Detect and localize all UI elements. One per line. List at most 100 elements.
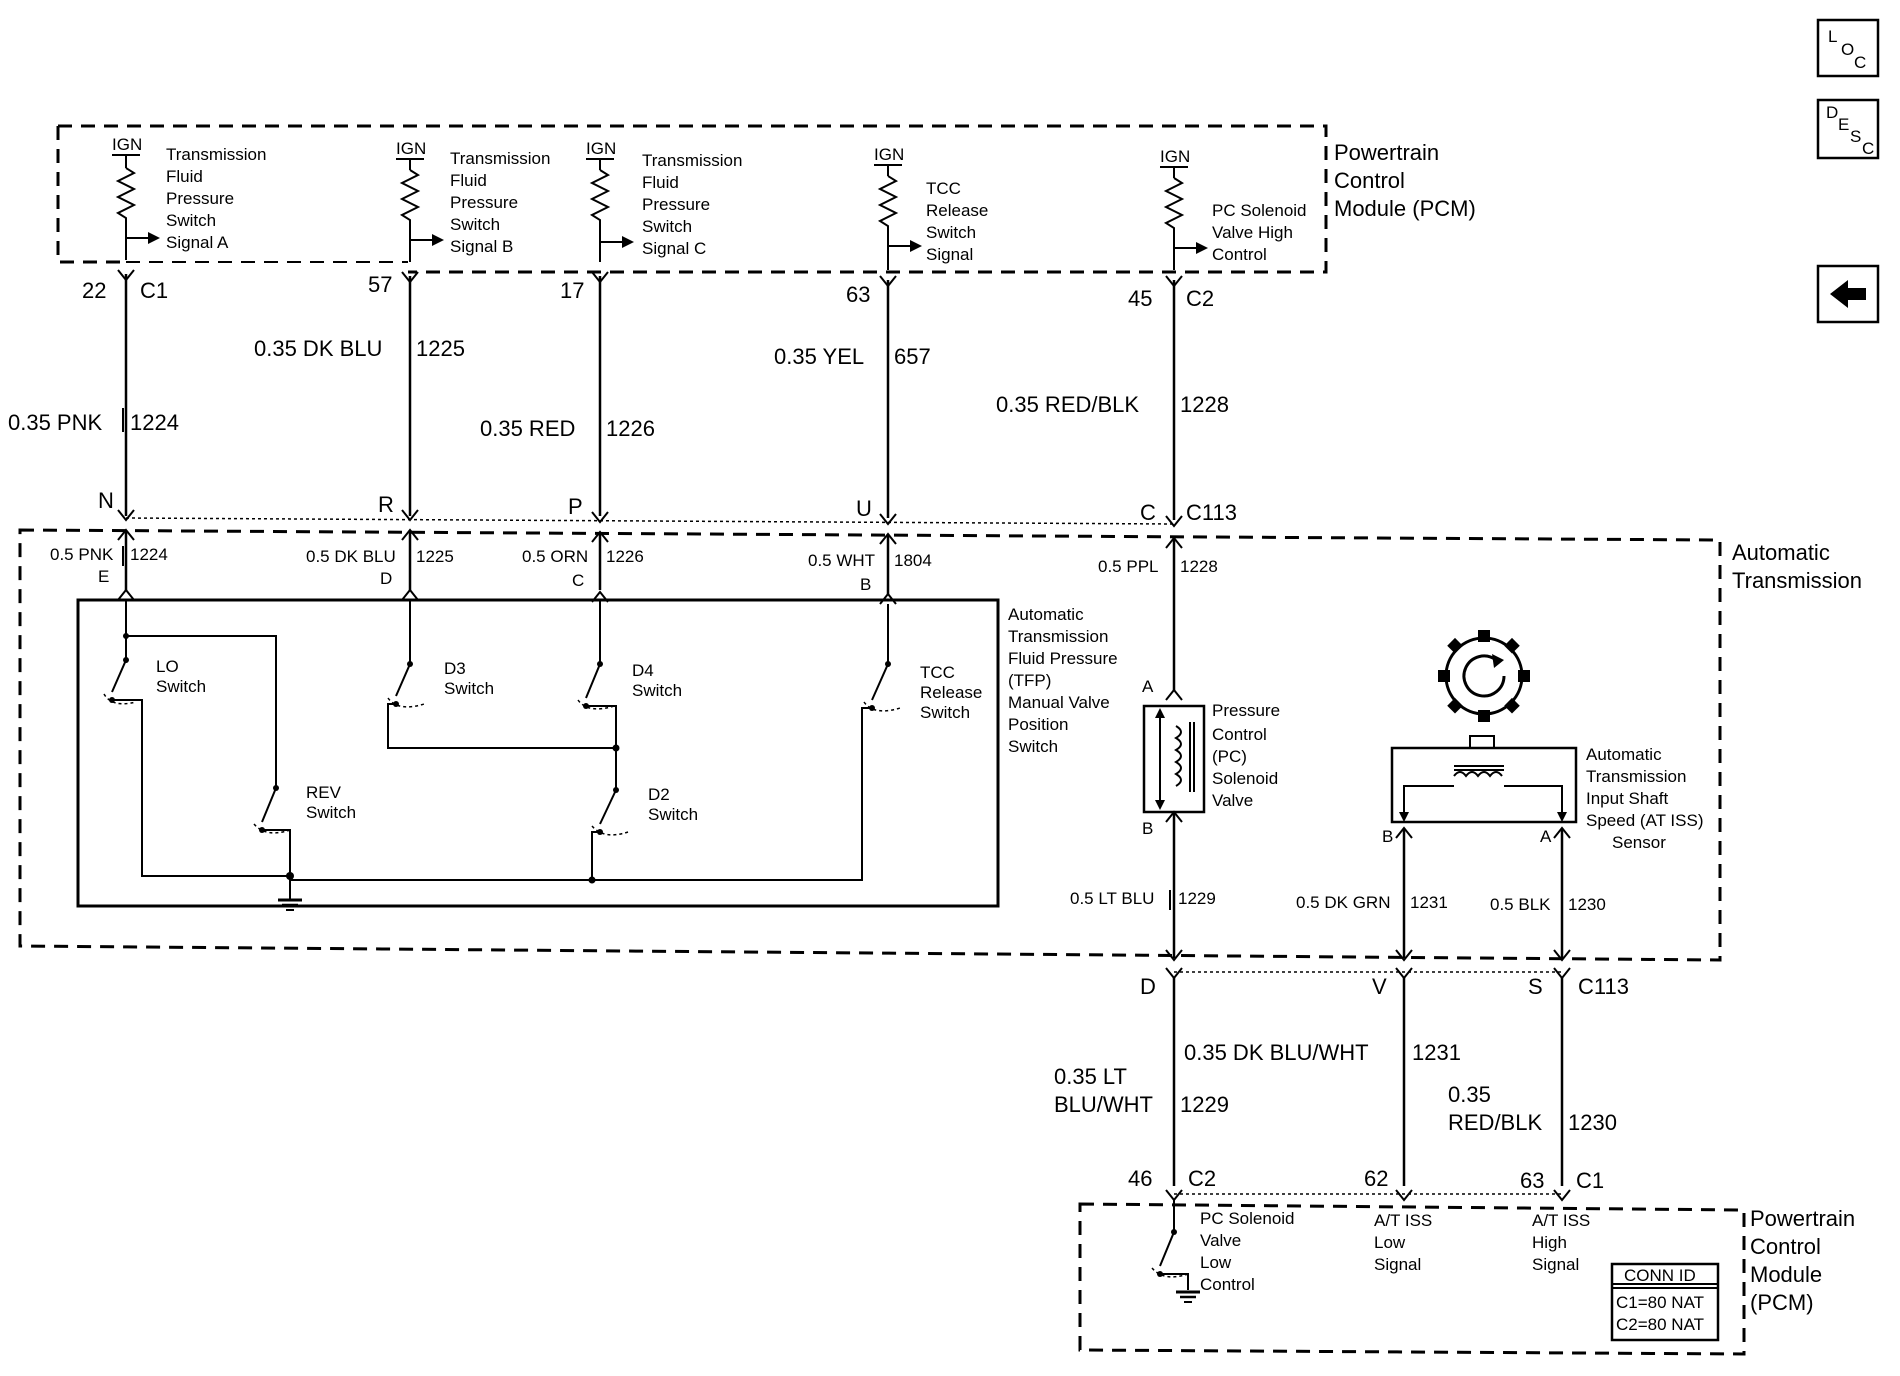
svg-text:0.5 ORN: 0.5 ORN [522,547,588,566]
svg-text:Transmission: Transmission [1586,767,1686,786]
rev-switch-label-1: REV [306,783,342,802]
svg-text:PC Solenoid: PC Solenoid [1200,1209,1295,1228]
svg-text:C113: C113 [1578,974,1629,999]
svg-text:C1: C1 [1576,1168,1604,1193]
rev-switch-label-2: Switch [306,803,356,822]
svg-text:1226: 1226 [606,547,644,566]
at-iss-sensor: B A Automatic Transmission Input Shaft S… [1382,630,1703,958]
svg-text:PC Solenoid: PC Solenoid [1212,201,1307,220]
wire-1230-gauge-2: RED/BLK [1448,1110,1542,1135]
svg-text:1231: 1231 [1410,893,1448,912]
tcc-switch-label-3: Switch [920,703,970,722]
svg-text:Fluid: Fluid [166,167,203,186]
svg-text:P: P [568,494,583,519]
svg-text:O: O [1841,40,1854,59]
svg-text:R: R [378,492,394,517]
svg-text:Automatic: Automatic [1586,745,1662,764]
pcm-top-pins: 22 C1 57 17 63 45 C2 [82,272,1214,311]
pcm-top-circuit-b: IGN Transmission Fluid Pressure Switch S… [396,139,550,262]
svg-text:Control: Control [1212,245,1267,264]
pcm-top-title-2: Control [1334,168,1405,193]
pc-solenoid-valve: A B Pressure Control (PC) Solenoid Valve [1142,677,1280,958]
svg-text:0.5 PNK: 0.5 PNK [50,545,114,564]
pcm-top-circuit-pc-high: IGN PC Solenoid Valve High Control [1160,147,1307,270]
svg-text:0.5 BLK: 0.5 BLK [1490,895,1551,914]
svg-text:Signal B: Signal B [450,237,513,256]
svg-text:D: D [1826,103,1838,122]
svg-text:Position: Position [1008,715,1068,734]
svg-text:TCC: TCC [926,179,961,198]
svg-text:Signal: Signal [926,245,973,264]
svg-text:63: 63 [1520,1168,1544,1193]
svg-text:63: 63 [846,282,870,307]
lo-switch-label-1: LO [156,657,179,676]
svg-text:S: S [1528,974,1543,999]
svg-text:22: 22 [82,278,106,303]
svg-text:E: E [1838,115,1849,134]
svg-text:V: V [1372,974,1387,999]
trans-inner-wires: 0.5 PNK 1224 E 0.5 DK BLU 1225 D 0.5 ORN… [50,528,1218,690]
svg-text:IGN: IGN [112,135,142,154]
svg-text:0.5 DK BLU: 0.5 DK BLU [306,547,396,566]
svg-text:Switch: Switch [166,211,216,230]
wire-1230-circuit: 1230 [1568,1110,1617,1135]
tfp-label: Automatic Transmission Fluid Pressure (T… [1008,605,1118,756]
arrow-left-icon [1830,280,1866,308]
wire-1229-gauge-1: 0.35 LT [1054,1064,1127,1089]
svg-text:Signal A: Signal A [166,233,229,252]
svg-text:Automatic: Automatic [1008,605,1084,624]
svg-text:E: E [98,567,109,586]
svg-text:Control: Control [1750,1234,1821,1259]
pcm-top-circuit-tcc: IGN TCC Release Switch Signal [874,145,988,270]
svg-text:Manual Valve: Manual Valve [1008,693,1110,712]
svg-text:IGN: IGN [1160,147,1190,166]
svg-text:B: B [860,575,871,594]
tcc-switch-label-1: TCC [920,663,955,682]
svg-text:C: C [1140,500,1156,525]
svg-text:Switch: Switch [926,223,976,242]
svg-text:Fluid Pressure: Fluid Pressure [1008,649,1118,668]
svg-text:57: 57 [368,272,392,297]
svg-text:Low: Low [1374,1233,1406,1252]
gear-icon [1438,630,1530,722]
automatic-transmission-module: Automatic Transmission [18,528,1862,962]
svg-text:Input Shaft: Input Shaft [1586,789,1669,808]
svg-text:62: 62 [1364,1166,1388,1191]
wire-1228-circuit: 1228 [1180,392,1229,417]
svg-text:Module: Module [1750,1262,1822,1287]
svg-text:Switch: Switch [450,215,500,234]
trans-lower-wire-labels: 0.5 LT BLU 1229 0.5 DK GRN 1231 0.5 BLK … [1070,889,1606,962]
svg-text:1225: 1225 [416,547,454,566]
back-button[interactable] [1816,264,1880,324]
svg-text:Pressure: Pressure [642,195,710,214]
d3-switch-label-2: Switch [444,679,494,698]
svg-text:C2: C2 [1188,1166,1216,1191]
svg-text:0.5 PPL: 0.5 PPL [1098,557,1159,576]
svg-text:Sensor: Sensor [1612,833,1666,852]
lower-wires: 0.35 LT BLU/WHT 1229 0.35 DK BLU/WHT 123… [1054,978,1617,1186]
loc-button[interactable]: L O C [1816,18,1880,78]
svg-text:1804: 1804 [894,551,932,570]
svg-text:D: D [380,569,392,588]
svg-text:46: 46 [1128,1166,1152,1191]
desc-button[interactable]: D E S C [1816,98,1880,160]
wire-1224-circuit: 1224 [130,410,179,435]
svg-text:Transmission: Transmission [1008,627,1108,646]
svg-text:Transmission: Transmission [166,145,266,164]
wire-1230-gauge-1: 0.35 [1448,1082,1491,1107]
svg-text:Fluid: Fluid [642,173,679,192]
svg-text:Transmission: Transmission [450,149,550,168]
trans-title-2: Transmission [1732,568,1862,593]
svg-text:B: B [1382,827,1393,846]
svg-text:(PCM): (PCM) [1750,1290,1814,1315]
svg-text:C2=80 NAT: C2=80 NAT [1616,1315,1704,1334]
wire-1228-gauge: 0.35 RED/BLK [996,392,1139,417]
svg-text:17: 17 [560,278,584,303]
tcc-switch-label-2: Release [920,683,982,702]
svg-text:1224: 1224 [130,545,168,564]
svg-text:1229: 1229 [1178,889,1216,908]
svg-text:0.5 LT BLU: 0.5 LT BLU [1070,889,1154,908]
svg-text:A/T ISS: A/T ISS [1532,1211,1590,1230]
svg-text:L: L [1828,27,1837,46]
